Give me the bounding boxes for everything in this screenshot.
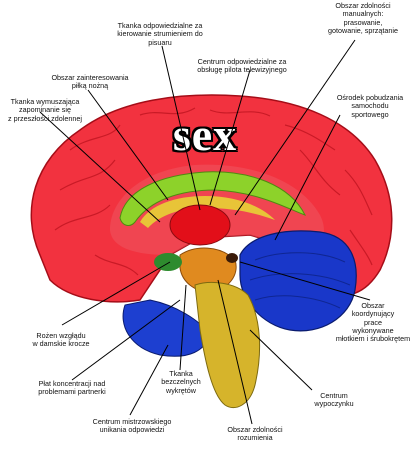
cerebellum-folia	[249, 252, 351, 309]
label-bar: Obszar koordynujący prace wykonywane mło…	[335, 301, 411, 344]
label-top-center: Tkanka odpowiedzialne za kierowanie stru…	[117, 21, 203, 47]
label-football: Obszar zainteresowania piłką nożną	[51, 73, 129, 91]
label-top-right: Obszar zdolności manualnych: prasowanie,…	[328, 1, 398, 35]
label-partner: Płat koncentracji nad problemami partner…	[38, 379, 106, 397]
label-listening: Ośrodek pobudzania samochodu sportowego	[336, 93, 404, 119]
label-decisions: Tkanka bezczelnych wykrętów	[161, 369, 201, 395]
label-spouse: Tkanka wymuszająca zapominanie się z prz…	[8, 97, 82, 123]
brain-title: sex	[172, 109, 238, 160]
fornix	[140, 196, 275, 228]
pituitary	[154, 253, 182, 271]
gyri-texture	[54, 107, 373, 276]
label-sight: Rożen wzgłądu w damskie krocze	[32, 331, 90, 349]
brainstem	[194, 282, 261, 409]
label-rest: Centrum wypoczynku	[314, 391, 354, 409]
pineal	[226, 253, 238, 263]
thalamus	[169, 204, 231, 246]
label-advice: Centrum mistrzowskiego unikania odpowied…	[92, 417, 172, 435]
label-remote: Centrum odpowiedzialne za obsługę pilota…	[197, 57, 287, 75]
midbrain	[179, 247, 237, 293]
temporal-lobe	[122, 299, 211, 357]
label-understanding: Obszar zdolności rozumienia	[227, 425, 283, 443]
